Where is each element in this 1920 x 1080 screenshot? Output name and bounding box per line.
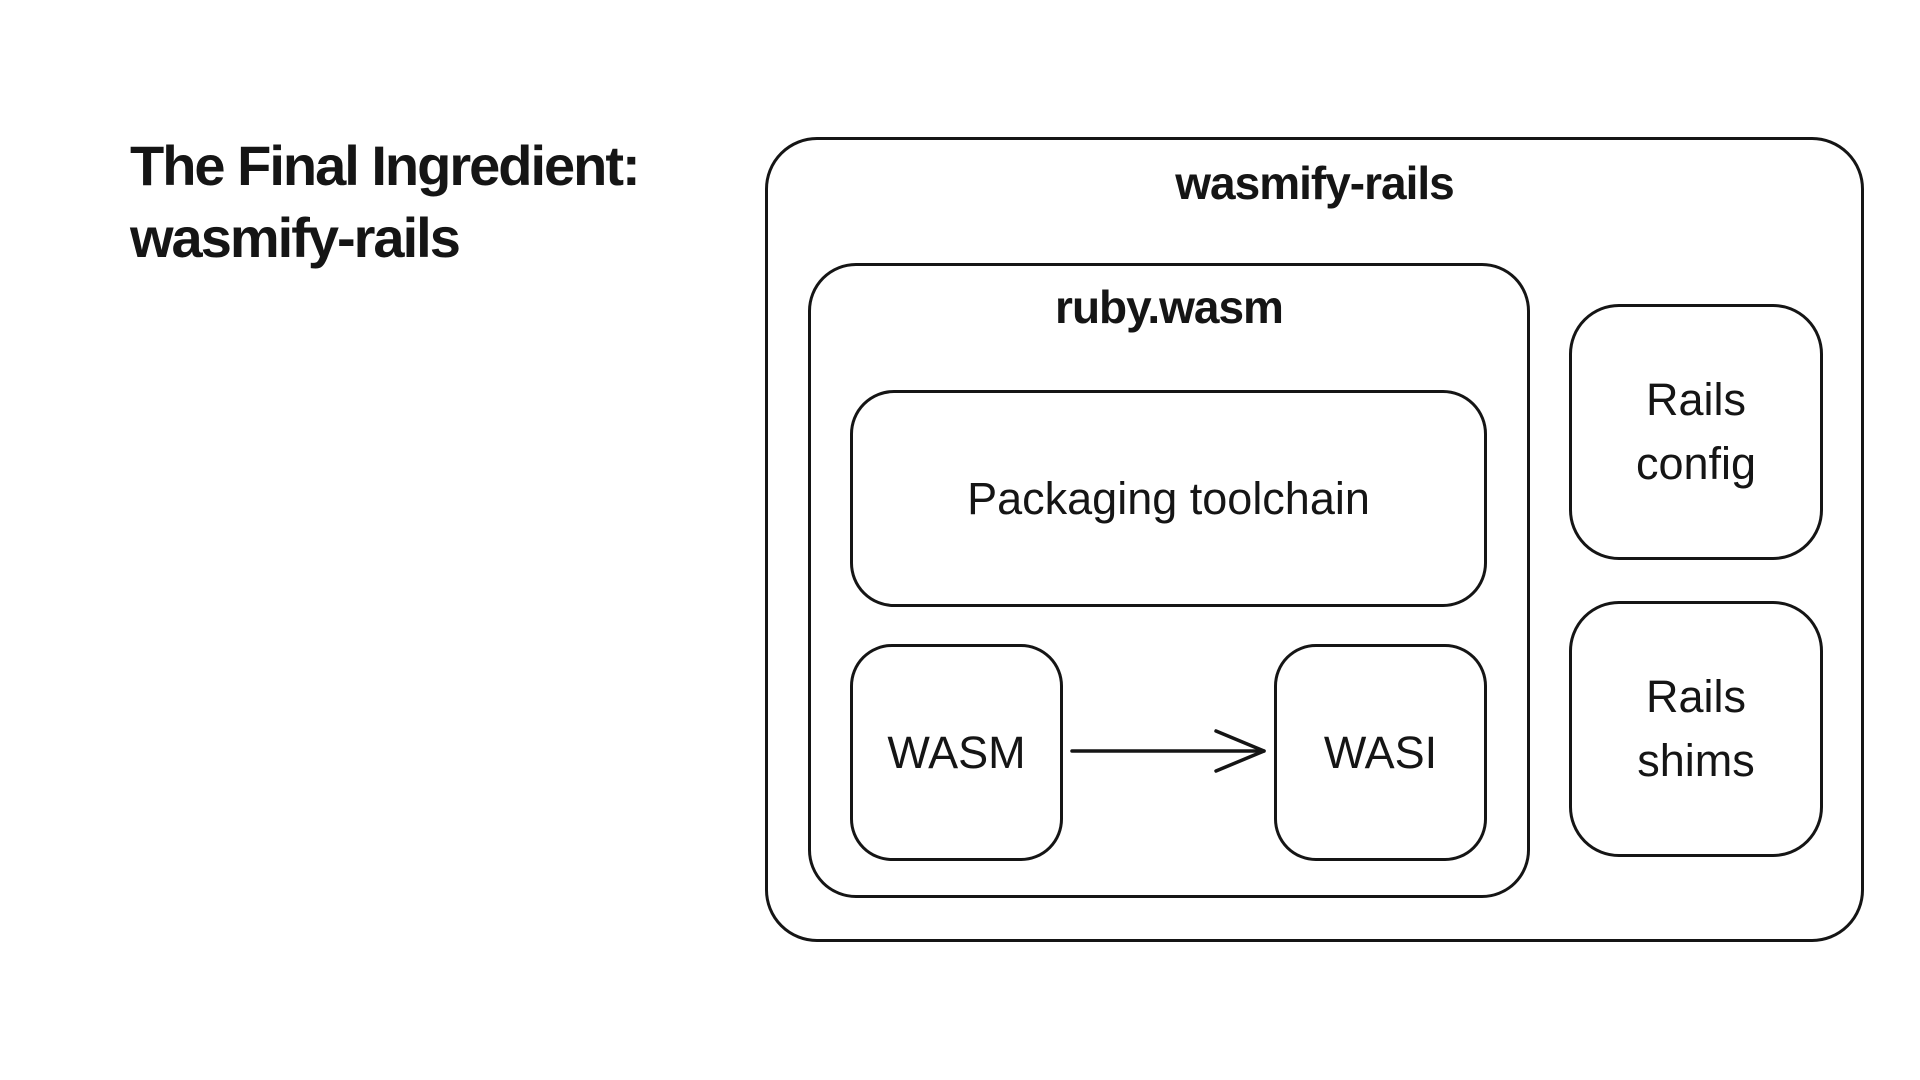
wasi-box: WASI	[1274, 644, 1487, 861]
arrow-right-icon	[1070, 729, 1266, 773]
packaging-toolchain-box: Packaging toolchain	[850, 390, 1487, 607]
rails-config-box: Rails config	[1569, 304, 1823, 560]
rails-shims-box: Rails shims	[1569, 601, 1823, 857]
packaging-toolchain-label: Packaging toolchain	[967, 472, 1370, 524]
wasm-box: WASM	[850, 644, 1063, 861]
slide-title-line-2: wasmify-rails	[130, 206, 461, 269]
wasmify-rails-label: wasmify-rails	[1175, 157, 1454, 209]
rails-config-label-line-1: Rails	[1645, 374, 1747, 425]
rails-config-label-line-2: config	[1635, 438, 1757, 489]
rails-shims-label-line-1: Rails	[1645, 671, 1747, 722]
wasm-label: WASM	[887, 726, 1026, 778]
wasi-label: WASI	[1323, 726, 1438, 778]
slide-title-line-1: The Final Ingredient:	[130, 134, 641, 197]
ruby-wasm-label: ruby.wasm	[1055, 281, 1284, 333]
slide-title: The Final Ingredient: wasmify-rails	[130, 130, 641, 274]
rails-shims-label-line-2: shims	[1637, 735, 1755, 786]
